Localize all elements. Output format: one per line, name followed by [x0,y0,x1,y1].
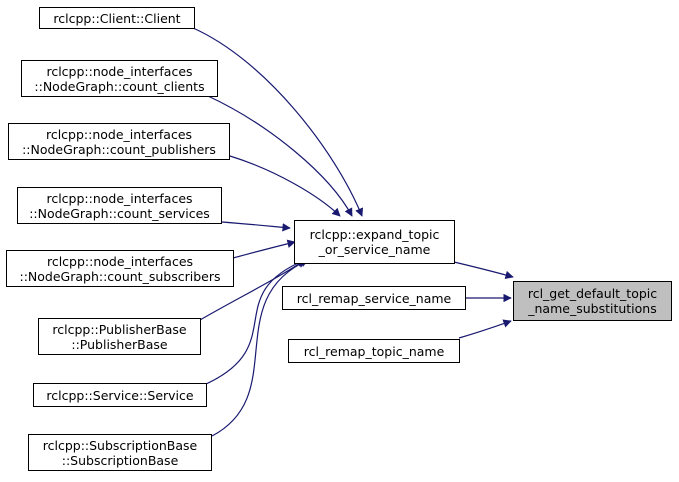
node-remap-service-name[interactable]: rcl_remap_service_name [282,286,466,310]
node-service-service[interactable]: rclcpp::Service::Service [33,383,207,407]
edge-remap-topic-to-target [458,319,512,339]
node-label: ::NodeGraph::count_clients [34,78,205,94]
node-label: ::SubscriptionBase [61,452,179,468]
edge-expand-to-target [453,261,514,280]
node-label: rclcpp::PublisherBase [52,321,187,337]
node-label: rclcpp::expand_topic [309,227,440,242]
node-label: rclcpp::Client::Client [53,10,181,26]
edge-subscription-base-to-expand [211,259,309,437]
node-expand-topic-or-service-name[interactable]: rclcpp::expand_topic _or_service_name [294,220,455,264]
edge-count-services-to-expand [221,221,291,232]
node-get-default-topic-name-substitutions: rcl_get_default_topic _name_substitution… [513,281,672,321]
edge-count-publishers-to-expand [229,155,341,217]
node-count-publishers[interactable]: rclcpp::node_interfaces ::NodeGraph::cou… [8,123,230,160]
node-label: rclcpp::node_interfaces [46,63,193,79]
node-label: ::NodeGraph::count_services [29,205,210,221]
node-label: ::NodeGraph::count_subscribers [19,268,221,284]
edge-client-to-expand [192,27,364,217]
node-label: rclcpp::node_interfaces [46,190,193,206]
node-label: ::NodeGraph::count_publishers [22,141,216,157]
node-label: rclcpp::SubscriptionBase [42,437,198,453]
node-label: rclcpp::Service::Service [46,387,194,403]
node-label: _name_substitutions [528,301,657,316]
node-label: rcl_get_default_topic [527,286,658,301]
edge-count-subscribers-to-expand [232,239,296,259]
node-label: rclcpp::node_interfaces [46,253,194,269]
node-count-subscribers[interactable]: rclcpp::node_interfaces ::NodeGraph::cou… [6,250,234,287]
node-subscription-base[interactable]: rclcpp::SubscriptionBase ::SubscriptionB… [28,434,212,471]
edge-service-to-expand [205,259,306,385]
node-count-clients[interactable]: rclcpp::node_interfaces ::NodeGraph::cou… [21,60,218,97]
node-client-client[interactable]: rclcpp::Client::Client [39,7,195,29]
node-label: ::PublisherBase [71,336,168,352]
edge-count-clients-to-expand [207,95,353,217]
node-label: _or_service_name [318,242,431,257]
node-remap-topic-name[interactable]: rcl_remap_topic_name [288,339,460,363]
node-publisher-base[interactable]: rclcpp::PublisherBase ::PublisherBase [38,318,201,355]
node-label: rclcpp::node_interfaces [45,126,193,142]
node-count-services[interactable]: rclcpp::node_interfaces ::NodeGraph::cou… [17,187,222,224]
node-label: rcl_remap_topic_name [303,343,445,359]
node-label: rcl_remap_service_name [296,290,452,306]
